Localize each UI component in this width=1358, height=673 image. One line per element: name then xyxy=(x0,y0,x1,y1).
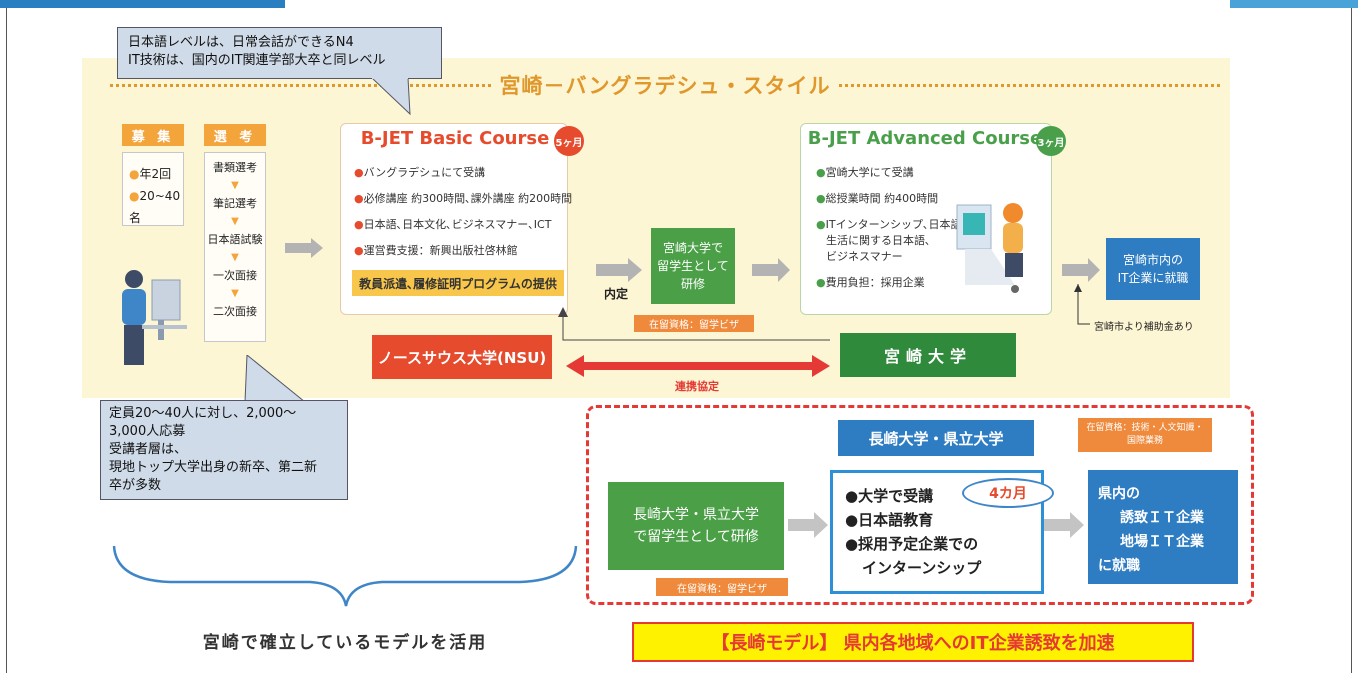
arrow-right-icon xyxy=(788,512,828,538)
recruit-item: ●20~40名 xyxy=(129,189,181,225)
nagasaki-model-banner: 【長崎モデル】 県内各地域へのIT企業誘致を加速 xyxy=(632,622,1194,662)
basic-course-duration-badge: 5ヶ月 xyxy=(554,126,584,156)
arrow-right-icon xyxy=(1062,258,1100,282)
basic-course-footer: 教員派遣､履修証明プログラムの提供 xyxy=(352,270,564,296)
recruit-label: 募 集 xyxy=(122,124,184,146)
double-arrow-icon xyxy=(566,355,830,377)
basic-course-bullet: ●日本語､日本文化､ビジネスマナー､ICT xyxy=(354,218,552,231)
recruit-item: ●年2回 xyxy=(129,167,172,181)
subsidy-connector xyxy=(1074,284,1090,325)
selection-step: 書類選考 xyxy=(213,161,257,174)
advanced-course-bullets: ●宮崎大学にて受講 ●総授業時間 約400時間 ●ITインターンシップ､日本語､… xyxy=(816,160,976,296)
selection-label: 選 考 xyxy=(204,124,266,146)
nagasaki-result-line: 県内の xyxy=(1098,486,1140,502)
nagasaki-visa-tag: 在留資格：留学ビザ xyxy=(656,578,788,596)
nagasaki-university-header: 長崎大学・県立大学 xyxy=(838,420,1034,456)
visa-status-tag: 在留資格：留学ビザ xyxy=(634,315,754,332)
advanced-course-bullet: ●ITインターンシップ､日本語､ xyxy=(816,218,968,231)
feedback-arrow xyxy=(558,307,830,341)
down-arrow-icon: ▼ xyxy=(231,216,239,227)
miyazaki-employment-box: 宮崎市内の IT企業に就職 xyxy=(1106,238,1200,300)
nagasaki-result-line: に就職 xyxy=(1098,558,1140,574)
recruit-list: ●年2回 ●20~40名 xyxy=(122,152,184,226)
advanced-course-bullet: ●宮崎大学にて受講 xyxy=(816,166,914,179)
basic-course-bullets: ●バングラデシュにて受講 ●必修講座 約300時間､課外講座 約200時間 ●日… xyxy=(354,160,573,264)
basic-course-bullet: ●バングラデシュにて受講 xyxy=(354,166,486,179)
nsu-box: ノースサウス大学(NSU) xyxy=(372,335,552,379)
advanced-course-duration-badge: 3ヶ月 xyxy=(1036,126,1066,156)
advanced-course-bullet: ●総授業時間 約400時間 xyxy=(816,192,939,205)
callout-bottom-line: 卒が多数 xyxy=(109,478,162,493)
selection-step: 日本語試験 xyxy=(207,233,263,246)
selection-step: 二次面接 xyxy=(213,305,257,318)
selection-step: 筆記選考 xyxy=(213,197,257,210)
nagasaki-employment-box: 県内の 誘致ＩＴ企業 地場ＩＴ企業 に就職 xyxy=(1088,470,1238,584)
advanced-course-bullet: 生活に関する日本語､ xyxy=(826,234,931,247)
callout-bottom-line: 現地トップ大学出身の新卒、第二新 xyxy=(109,460,318,475)
basic-course-title: B-JET Basic Course xyxy=(360,128,550,149)
arrow-right-icon xyxy=(752,258,790,282)
top-bar-right xyxy=(1230,0,1358,8)
nagasaki-bullet: ●大学で受講 xyxy=(845,487,934,505)
nagasaki-result-line: 地場ＩＴ企業 xyxy=(1120,534,1204,550)
advanced-course-title: B-JET Advanced Course xyxy=(807,128,1043,149)
down-arrow-icon: ▼ xyxy=(231,288,239,299)
nagasaki-study-box: 長崎大学・県立大学 で留学生として研修 xyxy=(608,482,784,570)
basic-course-bullet: ●必修講座 約300時間､課外講座 約200時間 xyxy=(354,192,573,205)
selection-step: 一次面接 xyxy=(213,269,257,282)
miyazaki-university-box: 宮崎大学 xyxy=(840,333,1016,377)
callout-bottom-line: 受講者層は、 xyxy=(109,442,188,457)
down-arrow-icon: ▼ xyxy=(231,252,239,263)
arrow-right-icon xyxy=(596,258,642,282)
curly-brace xyxy=(112,545,578,607)
callout-bottom-tail xyxy=(244,355,307,403)
callout-top-tail xyxy=(371,78,411,116)
nagasaki-program-bullets: ●大学で受講 ●日本語教育 ●採用予定企業での インターンシップ xyxy=(845,484,1040,580)
down-arrow-icon: ▼ xyxy=(231,180,239,191)
brace-caption: 宮崎で確立しているモデルを活用 xyxy=(202,633,488,653)
miyazaki-study-box: 宮崎大学で 留学生として 研修 xyxy=(651,228,735,304)
woman-computer-icon xyxy=(956,203,1023,293)
page-frame xyxy=(6,0,1352,673)
nagasaki-model-area xyxy=(586,405,1254,605)
callout-top-line2: IT技術は、国内のIT関連学部大卒と同レベル xyxy=(128,53,386,68)
callout-bottom-line: 定員20～40人に対し、2,000～ xyxy=(109,406,297,421)
nagasaki-status-tag: 在留資格：技術・人文知識・国際業務 xyxy=(1078,418,1212,452)
arrow-right-icon xyxy=(1044,512,1084,538)
person-computer-icon xyxy=(122,270,187,365)
advanced-course-bullet: ●費用負担：採用企業 xyxy=(816,276,925,289)
callout-top: 日本語レベルは、日常会話ができるN4 IT技術は、国内のIT関連学部大卒と同レベ… xyxy=(117,27,442,79)
basic-course-bullet: ●運営費支援：新興出版社啓林館 xyxy=(354,244,518,257)
agreement-label: 連携協定 xyxy=(675,380,719,393)
nagasaki-bullet: ●日本語教育 xyxy=(845,511,934,529)
naitei-label: 内定 xyxy=(604,287,629,301)
advanced-course-bullet: ビジネスマナー xyxy=(826,250,903,263)
callout-bottom-line: 3,000人応募 xyxy=(109,424,186,439)
top-bar-left xyxy=(0,0,285,8)
nagasaki-duration-badge: 4カ月 xyxy=(962,478,1054,508)
nagasaki-bullet: インターンシップ xyxy=(862,559,982,577)
header-dots-right xyxy=(838,83,1220,87)
subsidy-note: 宮崎市より補助金あり xyxy=(1094,322,1194,333)
header-title: 宮崎－バングラデシュ・スタイル xyxy=(499,74,831,98)
arrow-right-icon xyxy=(285,238,323,258)
nagasaki-bullet: ●採用予定企業での xyxy=(845,535,979,553)
header-dots-left xyxy=(110,83,492,87)
nagasaki-result-line: 誘致ＩＴ企業 xyxy=(1120,510,1204,526)
selection-steps: 書類選考 ▼ 筆記選考 ▼ 日本語試験 ▼ 一次面接 ▼ 二次面接 xyxy=(204,152,266,342)
callout-bottom: 定員20～40人に対し、2,000～ 3,000人応募 受講者層は、 現地トップ… xyxy=(100,400,348,500)
callout-top-line1: 日本語レベルは、日常会話ができるN4 xyxy=(128,35,354,50)
diagram-header: 宮崎－バングラデシュ・スタイル xyxy=(110,70,1220,100)
